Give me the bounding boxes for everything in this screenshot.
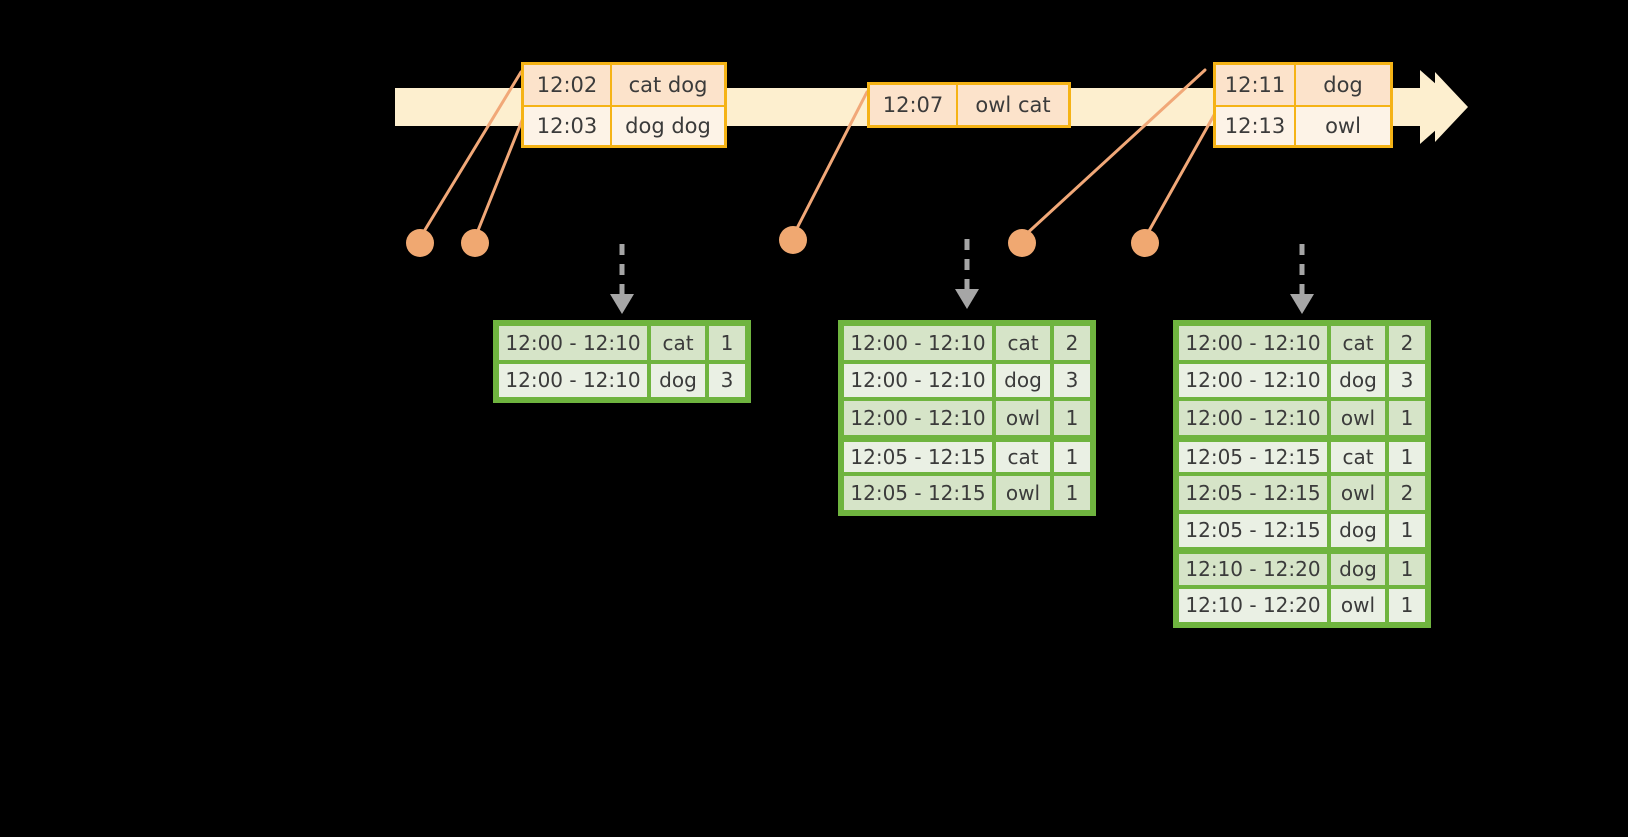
event-payload: dog: [1296, 65, 1390, 105]
window-cell: 12:00 - 12:10: [842, 399, 994, 437]
count-cell: 3: [1052, 361, 1092, 399]
count-cell: 1: [1052, 439, 1092, 474]
event-group-2[interactable]: 12:07 owl cat: [867, 82, 1071, 128]
table-row[interactable]: 12:10 - 12:20 dog 1: [1177, 549, 1427, 587]
window-cell: 12:00 - 12:10: [1177, 324, 1329, 362]
emit-arrow-3-head: [1290, 294, 1314, 314]
record-dot-5: [1131, 229, 1159, 257]
event-row[interactable]: 12:02 cat dog: [524, 65, 724, 105]
count-cell: 1: [1387, 399, 1427, 437]
table-row[interactable]: 12:00 - 12:10 owl 1: [1177, 399, 1427, 437]
event-group-3[interactable]: 12:11 dog 12:13 owl: [1213, 62, 1393, 148]
key-cell: dog: [1329, 361, 1387, 399]
key-cell: owl: [1329, 474, 1387, 512]
count-cell: 1: [1052, 399, 1092, 437]
event-payload: owl: [1296, 107, 1390, 145]
window-cell: 12:05 - 12:15: [1177, 439, 1329, 474]
emit-arrow-2-head: [955, 289, 979, 309]
key-cell: cat: [1329, 324, 1387, 362]
count-cell: 2: [1387, 324, 1427, 362]
emit-arrows: [610, 239, 1314, 314]
count-cell: 3: [1387, 361, 1427, 399]
key-cell: dog: [649, 361, 707, 399]
table-row[interactable]: 12:00 - 12:10 cat 1: [497, 324, 747, 362]
key-cell: dog: [1329, 552, 1387, 587]
event-payload: dog dog: [612, 107, 724, 145]
event-row[interactable]: 12:03 dog dog: [524, 105, 724, 145]
key-cell: cat: [994, 439, 1052, 474]
event-group-1[interactable]: 12:02 cat dog 12:03 dog dog: [521, 62, 727, 148]
window-cell: 12:00 - 12:10: [497, 324, 649, 362]
event-time: 12:13: [1216, 107, 1296, 145]
window-cell: 12:05 - 12:15: [1177, 511, 1329, 549]
table-row[interactable]: 12:00 - 12:10 dog 3: [497, 361, 747, 399]
event-time: 12:03: [524, 107, 612, 145]
record-dots: [406, 226, 1159, 257]
window-cell: 12:00 - 12:10: [842, 361, 994, 399]
key-cell: owl: [1329, 586, 1387, 624]
event-payload: owl cat: [958, 85, 1068, 125]
key-cell: owl: [994, 474, 1052, 512]
record-dot-1: [406, 229, 434, 257]
window-cell: 12:00 - 12:10: [497, 361, 649, 399]
record-dot-3: [779, 226, 807, 254]
result-table-2[interactable]: 12:00 - 12:10 cat 2 12:00 - 12:10 dog 3 …: [838, 320, 1096, 516]
count-cell: 1: [1387, 439, 1427, 474]
window-cell: 12:05 - 12:15: [842, 439, 994, 474]
key-cell: owl: [1329, 399, 1387, 437]
table-row[interactable]: 12:05 - 12:15 cat 1: [1177, 436, 1427, 474]
result-table-3[interactable]: 12:00 - 12:10 cat 2 12:00 - 12:10 dog 3 …: [1173, 320, 1431, 628]
emit-arrow-1-head: [610, 294, 634, 314]
key-cell: dog: [1329, 511, 1387, 549]
key-cell: cat: [994, 324, 1052, 362]
event-row[interactable]: 12:07 owl cat: [870, 85, 1068, 125]
window-cell: 12:00 - 12:10: [1177, 399, 1329, 437]
count-cell: 1: [1387, 511, 1427, 549]
count-cell: 3: [707, 361, 747, 399]
count-cell: 1: [1387, 586, 1427, 624]
window-cell: 12:10 - 12:20: [1177, 552, 1329, 587]
key-cell: dog: [994, 361, 1052, 399]
window-cell: 12:10 - 12:20: [1177, 586, 1329, 624]
event-time: 12:02: [524, 65, 612, 105]
count-cell: 2: [1052, 324, 1092, 362]
key-cell: cat: [649, 324, 707, 362]
table-row[interactable]: 12:05 - 12:15 dog 1: [1177, 511, 1427, 549]
event-row[interactable]: 12:13 owl: [1216, 105, 1390, 145]
window-cell: 12:00 - 12:10: [842, 324, 994, 362]
table-row[interactable]: 12:05 - 12:15 owl 2: [1177, 474, 1427, 512]
key-cell: owl: [994, 399, 1052, 437]
window-cell: 12:05 - 12:15: [842, 474, 994, 512]
count-cell: 1: [1052, 474, 1092, 512]
window-cell: 12:00 - 12:10: [1177, 361, 1329, 399]
table-row[interactable]: 12:00 - 12:10 cat 2: [1177, 324, 1427, 362]
event-time: 12:07: [870, 85, 958, 125]
event-row[interactable]: 12:11 dog: [1216, 65, 1390, 105]
count-cell: 2: [1387, 474, 1427, 512]
result-table-1[interactable]: 12:00 - 12:10 cat 1 12:00 - 12:10 dog 3: [493, 320, 751, 403]
table-row[interactable]: 12:00 - 12:10 dog 3: [1177, 361, 1427, 399]
table-row[interactable]: 12:05 - 12:15 cat 1: [842, 436, 1092, 474]
count-cell: 1: [707, 324, 747, 362]
table-row[interactable]: 12:05 - 12:15 owl 1: [842, 474, 1092, 512]
table-row[interactable]: 12:00 - 12:10 dog 3: [842, 361, 1092, 399]
count-cell: 1: [1387, 552, 1427, 587]
table-row[interactable]: 12:10 - 12:20 owl 1: [1177, 586, 1427, 624]
key-cell: cat: [1329, 439, 1387, 474]
record-dot-2: [461, 229, 489, 257]
event-time: 12:11: [1216, 65, 1296, 105]
window-cell: 12:05 - 12:15: [1177, 474, 1329, 512]
event-payload: cat dog: [612, 65, 724, 105]
record-dot-4: [1008, 229, 1036, 257]
table-row[interactable]: 12:00 - 12:10 cat 2: [842, 324, 1092, 362]
table-row[interactable]: 12:00 - 12:10 owl 1: [842, 399, 1092, 437]
